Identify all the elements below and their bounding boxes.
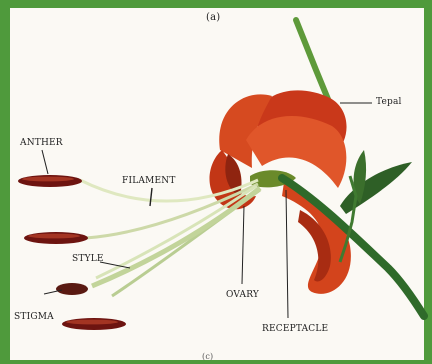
leader-anther — [42, 150, 48, 174]
label-style: STYLE — [72, 254, 104, 264]
label-receptacle: RECEPTACLE — [262, 324, 328, 334]
figure-bottom-mark: (c) — [202, 352, 213, 361]
stigma-knob — [56, 283, 88, 295]
leader-filament — [150, 188, 152, 206]
label-anther: ANTHER — [20, 138, 63, 148]
leader-ovary — [242, 206, 244, 284]
label-filament: FILAMENT — [122, 176, 176, 186]
leader-receptacle — [286, 190, 288, 318]
label-stigma: STIGMA — [14, 312, 54, 322]
leaf-1 — [340, 162, 412, 214]
label-tepal: Tepal — [376, 97, 402, 107]
figure-title: (a) — [206, 12, 220, 23]
label-ovary: OVARY — [226, 290, 259, 300]
